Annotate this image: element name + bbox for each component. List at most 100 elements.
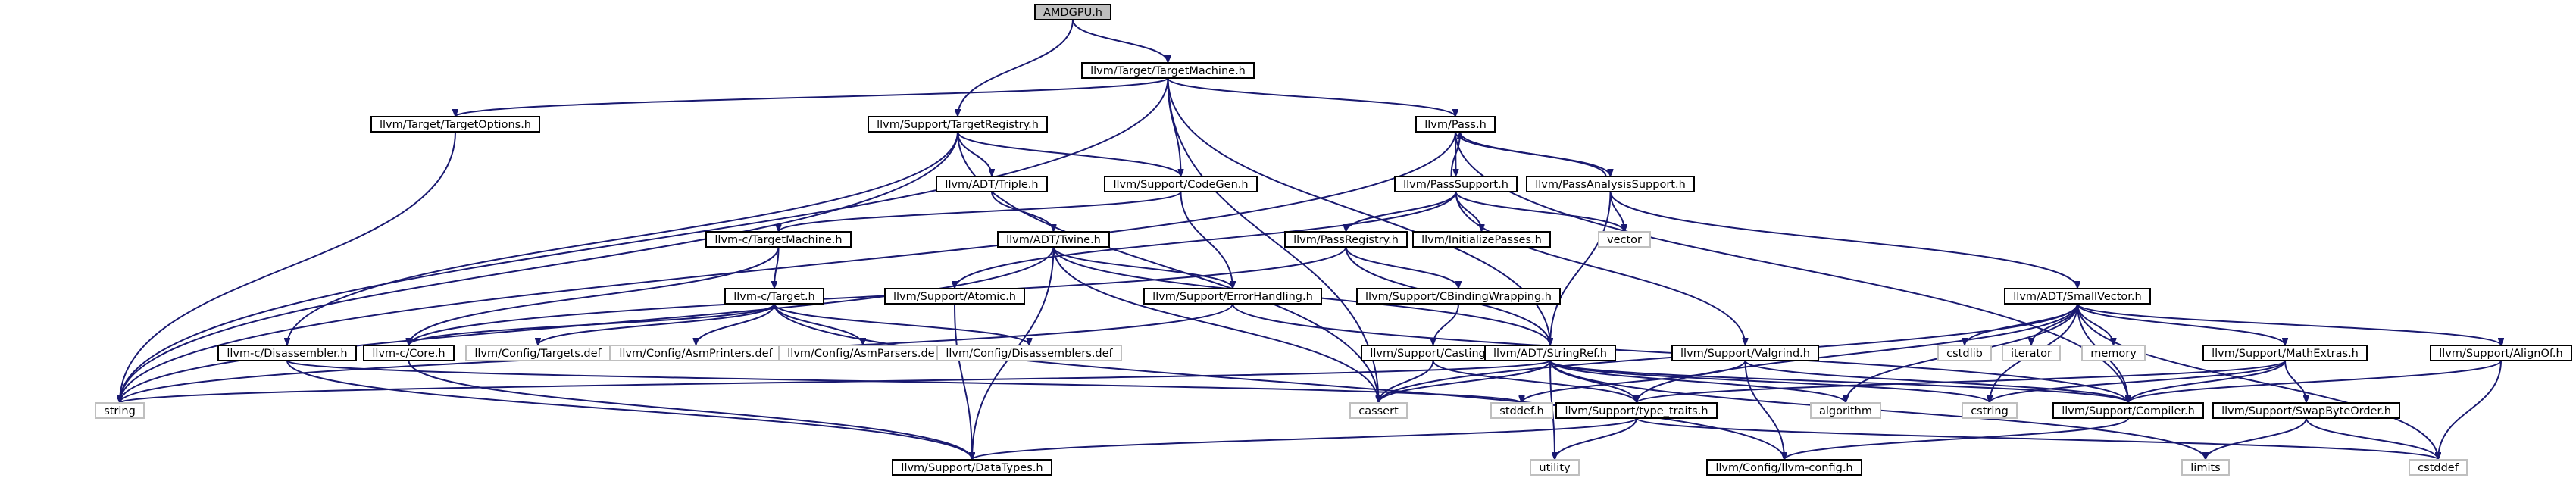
node-label: llvm/Support/MathExtras.h [2212,348,2359,360]
node-svec[interactable]: llvm/ADT/SmallVector.h [2004,288,2151,305]
node-label: cstddef [2418,462,2459,474]
node-box [95,402,145,419]
node-box [936,345,1122,361]
node-vector: vector [1598,231,1651,248]
node-label: cstdlib [1946,348,1983,360]
node-alignof[interactable]: llvm/Support/AlignOf.h [2430,345,2572,361]
edge-amdgpu-to-tm [1072,19,1168,64]
node-label: llvm/ADT/Twine.h [1006,234,1101,246]
node-label: llvm/ADT/StringRef.h [1493,348,1607,360]
edge-svec-to-traits [1637,303,2078,404]
node-pass[interactable]: llvm/Pass.h [1415,116,1496,133]
edge-pass-to-compiler [1455,131,2128,403]
edge-alignof-to-cstddef [2438,360,2502,460]
node-valgrind[interactable]: llvm/Support/Valgrind.h [1671,345,1819,361]
node-label: llvm/ADT/Triple.h [945,179,1038,191]
edge-treg-to-cassert [957,131,1379,403]
node-cassert: cassert [1349,402,1408,419]
node-box [1394,176,1518,192]
node-box [1555,402,1718,419]
node-preg[interactable]: llvm/PassRegistry.h [1284,231,1408,248]
node-box [1490,402,1553,419]
node-ctarget[interactable]: llvm-c/Target.h [724,288,824,305]
node-limits: limits [2181,459,2230,476]
node-stddef: stddef.h [1490,402,1553,419]
edge-treg-to-string [120,131,958,403]
edge-ctarget-to-ccore [409,303,775,346]
node-box [2202,345,2368,361]
node-box [1484,345,1616,361]
node-label: llvm/Target/TargetOptions.h [380,119,531,131]
node-box [1412,231,1551,248]
node-box [892,459,1052,476]
node-lcfg[interactable]: llvm/Config/llvm-config.h [1706,459,1862,476]
edge-psup-to-vector [1455,191,1625,233]
node-label: llvm-c/Disassembler.h [227,348,347,360]
node-box [724,288,824,305]
edge-ctarget-to-disdef [774,303,1030,346]
node-casting[interactable]: llvm/Support/Casting.h [1361,345,1505,361]
node-sref[interactable]: llvm/ADT/StringRef.h [1484,345,1616,361]
edge-valgrind-to-lcfg [1744,360,1785,460]
edge-psup-to-preg [1346,191,1457,233]
node-apdef: llvm/Config/AsmPrinters.def [610,345,782,361]
node-label: llvm/Support/TargetRegistry.h [877,119,1039,131]
edge-treg-to-triple [957,131,992,177]
edge-swap-to-cstddef [2306,417,2438,461]
node-tm[interactable]: llvm/Target/TargetMachine.h [1081,62,1255,79]
node-cbw[interactable]: llvm/Support/CBindingWrapping.h [1356,288,1561,305]
edge-atomic-to-dtypes [954,303,972,460]
node-pasup[interactable]: llvm/PassAnalysisSupport.h [1526,176,1695,192]
node-cstdlib: cstdlib [1937,345,1992,361]
edge-sref-to-cstring [1549,360,1990,404]
node-box [2002,345,2061,361]
node-box [868,116,1048,133]
node-swap[interactable]: llvm/Support/SwapByteOrder.h [2212,402,2400,419]
node-box [1530,459,1580,476]
node-box [2212,402,2400,419]
edge-mathex-to-traits [1637,360,2286,404]
node-label: utility [1539,462,1571,474]
node-triple[interactable]: llvm/ADT/Triple.h [936,176,1048,192]
node-codegen[interactable]: llvm/Support/CodeGen.h [1104,176,1258,192]
node-label: cstring [1971,405,2009,417]
node-traits[interactable]: llvm/Support/type_traits.h [1555,402,1718,419]
node-label: llvm/Support/CodeGen.h [1113,179,1248,191]
node-cstddef: cstddef [2409,459,2468,476]
node-compiler[interactable]: llvm/Support/Compiler.h [2052,402,2204,419]
node-to[interactable]: llvm/Target/TargetOptions.h [370,116,540,133]
node-ccore[interactable]: llvm-c/Core.h [363,345,455,361]
node-twine[interactable]: llvm/ADT/Twine.h [997,231,1110,248]
node-initp[interactable]: llvm/InitializePasses.h [1412,231,1551,248]
edge-sref-to-algorithm [1549,360,1846,404]
node-psup[interactable]: llvm/PassSupport.h [1394,176,1518,192]
edge-traits-to-dtypes [972,417,1637,461]
node-treg[interactable]: llvm/Support/TargetRegistry.h [868,116,1048,133]
node-label: llvm/Support/Valgrind.h [1680,348,1810,360]
node-box [2430,345,2572,361]
nodes-layer: AMDGPU.hllvm/Target/TargetMachine.hllvm/… [95,4,2572,476]
edge-valgrind-to-compiler [1744,360,2129,404]
edge-svec-to-memory [2077,303,2114,346]
node-label: llvm/Support/Atomic.h [893,291,1016,303]
node-ctm[interactable]: llvm-c/TargetMachine.h [705,231,852,248]
edge-traits-to-utility [1555,417,1637,461]
edge-psup-to-atomic [955,191,1457,289]
edge-treg-to-codegen [957,131,1181,177]
edge-preg-to-cbw [1345,246,1459,289]
edge-cbw-to-casting [1433,303,1459,346]
edge-preg-to-ccore [409,246,1347,346]
node-box [2409,459,2468,476]
node-errh[interactable]: llvm/Support/ErrorHandling.h [1143,288,1322,305]
node-label: llvm/Target/TargetMachine.h [1090,65,1246,77]
edge-compiler-to-lcfg [1784,417,2129,461]
edge-psup-to-initp [1455,191,1482,233]
node-atomic[interactable]: llvm/Support/Atomic.h [884,288,1025,305]
node-box [1962,402,2018,419]
edge-svec-to-cstdlib [1965,303,2078,346]
edge-cdis-to-dtypes [286,360,972,461]
node-mathex[interactable]: llvm/Support/MathExtras.h [2202,345,2368,361]
edge-ctarget-to-apdef [696,303,775,346]
node-cdis[interactable]: llvm-c/Disassembler.h [217,345,357,361]
node-dtypes[interactable]: llvm/Support/DataTypes.h [892,459,1052,476]
